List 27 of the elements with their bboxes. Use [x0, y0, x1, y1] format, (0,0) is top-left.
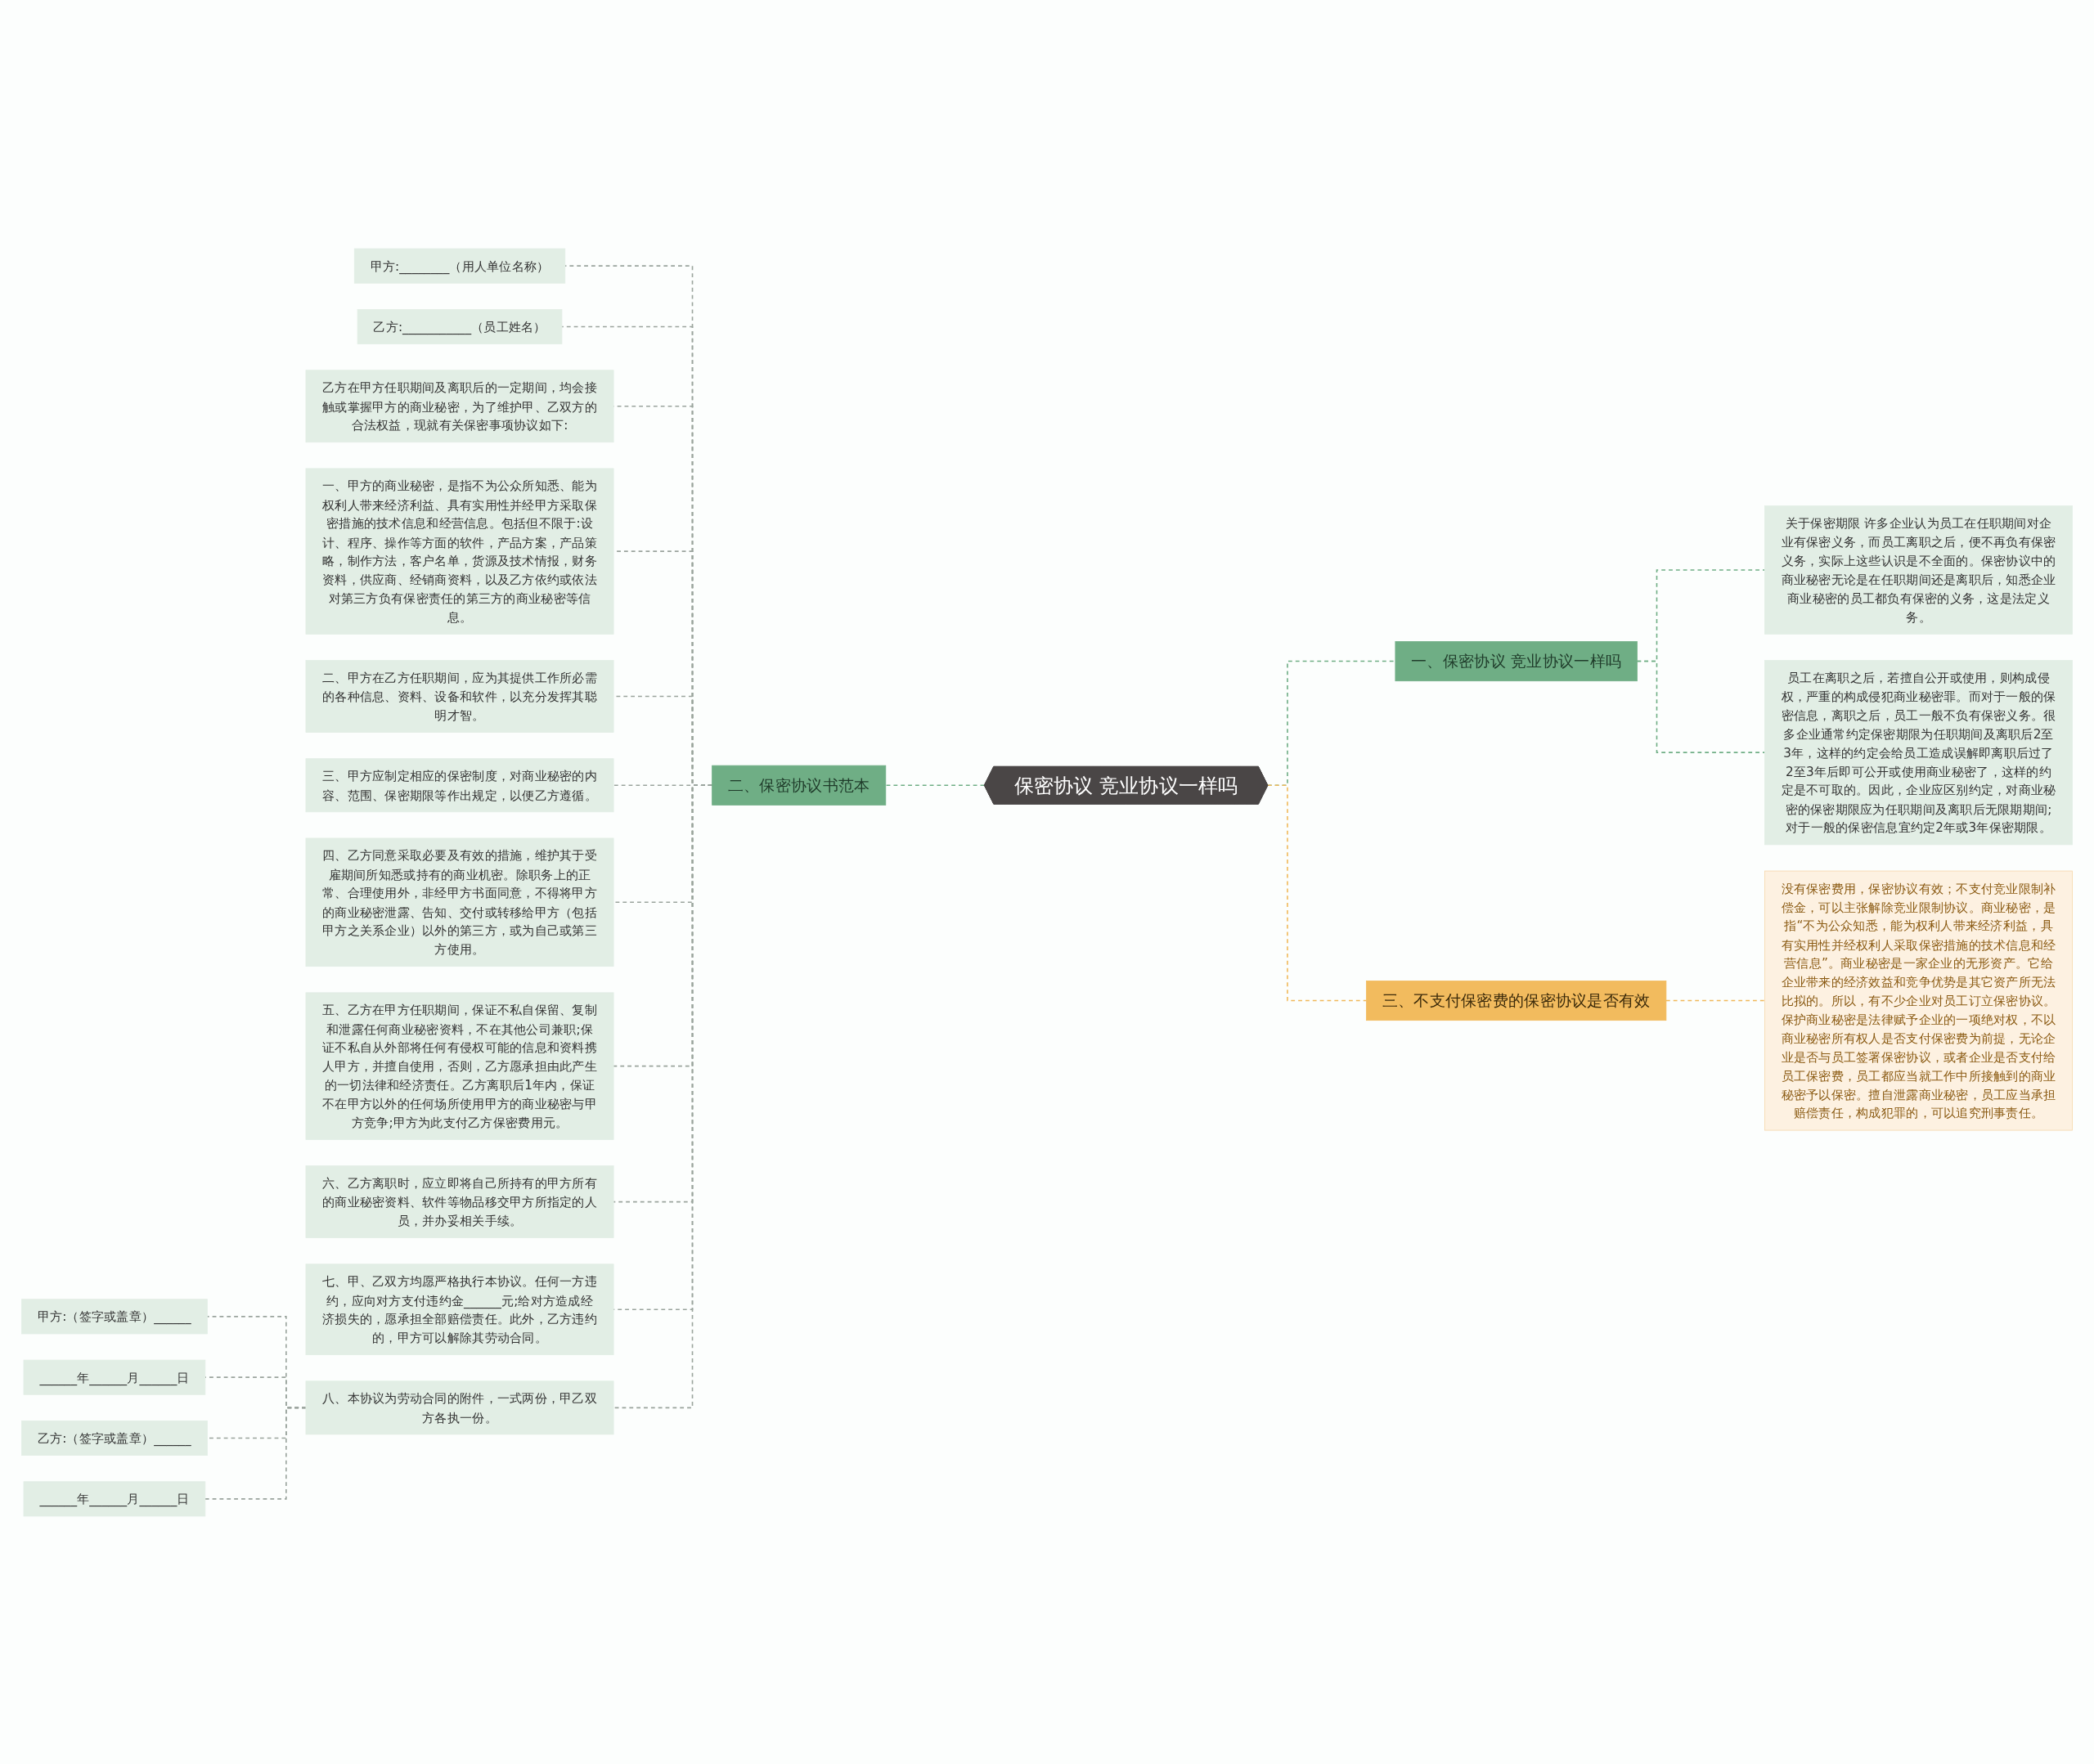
node-box: 甲方:（签字或盖章）______: [21, 1298, 208, 1334]
node-box: 甲方:________（用人单位名称）: [353, 248, 566, 284]
connector: [613, 783, 713, 1408]
node-box: 一、甲方的商业秘密，是指不为公众所知悉、能为权利人带来经济利益、具有实用性并经甲方采取保密措施的技术信息和经营信息。包括但不限于:设计、程序、操作等方面的软件，产品方案，产品策略，制作方法，客户名单，货源及技术情报，财务资料，供应商、经销商资料，以及乙方依约或依法对第三方负有保密责任的第三方的商业秘密等信息。: [305, 468, 614, 635]
node-box: 乙方在甲方任职期间及离职后的一定期间，均会接触或掌握甲方的商业秘密，为了维护甲、乙双方的合法权益，现就有关保密事项协议如下:: [305, 369, 614, 442]
node-box: 员工在离职之后，若擅自公开或使用，则构成侵权，严重的构成侵犯商业秘密罪。而对于一般的保密信息，离职之后，员工一般不负有保密义务。很多企业通常约定保密期限为任职期间及离职后2至3年，这样的约定会给员工造成误解即离职后过了2至3年后即可公开或使用商业秘密了，这样的约定是不可取的。因此，企业应区别约定，对商业秘密的保密期限应为任职期间及离职后无限期期间;对于一般的保密信息宜约定2年或3年保密期限。: [1764, 659, 2073, 845]
connector: [885, 783, 986, 786]
connector: [1636, 660, 1766, 753]
node-box: 乙方:___________（员工姓名）: [357, 308, 563, 344]
node-box: ______年______月______日: [23, 1359, 206, 1395]
node-box: 三、甲方应制定相应的保密制度，对商业秘密的内容、范围、保密期限等作出规定，以便乙方遵循。: [305, 757, 614, 812]
connector: [1267, 783, 1368, 1001]
node-box: 关于保密期限 许多企业认为员工在任职期间对企业有保密义务，而员工离职之后，便不再负有保密义务，实际上这些认识是不全面的。保密协议中的商业秘密无论是在任职期间还是离职后，知悉企业商业秘密的员工都负有保密的义务，这是法定义务。: [1764, 505, 2073, 635]
node-box: 二、保密协议书范本: [712, 765, 887, 806]
node-box: 八、本协议为劳动合同的附件，一式两份，甲乙双方各执一份。: [305, 1380, 614, 1434]
node-box: 六、乙方离职时，应立即将自己所持有的甲方所有的商业秘密资料、软件等物品移交甲方所指定的人员，并办妥相关手续。: [305, 1165, 614, 1238]
connector: [1665, 999, 1766, 1001]
node-box: 二、甲方在乙方任职期间，应为其提供工作所必需的各种信息、资料、设备和软件，以充分发挥其聪明才智。: [305, 659, 614, 733]
node-box: 四、乙方同意采取必要及有效的措施，维护其于受雇期间所知悉或持有的商业机密。除职务上的正常、合理使用外，非经甲方书面同意，不得将甲方的商业秘密泄露、告知、交付或转移给甲方（包括甲方之关系企业）以外的第三方，或为自己或第三方使用。: [305, 837, 614, 967]
node-box: 七、甲、乙双方均愿严格执行本协议。任何一方违约，应向对方支付违约金______元;给对方造成经济损失的，愿承担全部赔偿责任。此外，乙方违约的，甲方可以解除其劳动合同。: [305, 1263, 614, 1355]
node-box: 没有保密费用，保密协议有效；不支付竞业限制补偿金，可以主张解除竞业限制协议。商业秘密，是指“不为公众知悉，能为权利人带来经济利益，具有实用性并经权利人采取保密措施的技术信息和经营信息”。商业秘密是一家企业的无形资产。它给企业带来的经济效益和竞争优势是其它资产所无法比拟的。所以，有不少企业对员工订立保密协议。保护商业秘密是法律赋予企业的一项绝对权，不以商业秘密所有权人是否支付保密费为前提，无论企业是否与员工签署保密协议，或者企业是否支付给员工保密费，员工都应当就工作中所接触到的商业秘密予以保密。擅自泄露商业秘密，员工应当承担赔偿责任，构成犯罪的，可以追究刑事责任。: [1764, 870, 2073, 1130]
node-box: 一、保密协议 竞业协议一样吗: [1395, 640, 1638, 681]
node-box: 三、不支付保密费的保密协议是否有效: [1366, 980, 1667, 1021]
connector: [204, 1407, 307, 1500]
node-box: ______年______月______日: [23, 1480, 206, 1516]
node-box: 乙方:（签字或盖章）______: [21, 1420, 208, 1456]
node-box: 五、乙方在甲方任职期间，保证不私自保留、复制和泄露任何商业秘密资料，不在其他公司兼职;保证不私自从外部将任何有侵权可能的信息和资料携人甲方，并擅自使用，否则，乙方愿承担由此产生的一切法律和经济责任。乙方离职后1年内，保证不在甲方以外的任何场所使用甲方的商业秘密与甲方竞争;甲方为此支付乙方保密费用元。: [305, 991, 614, 1140]
